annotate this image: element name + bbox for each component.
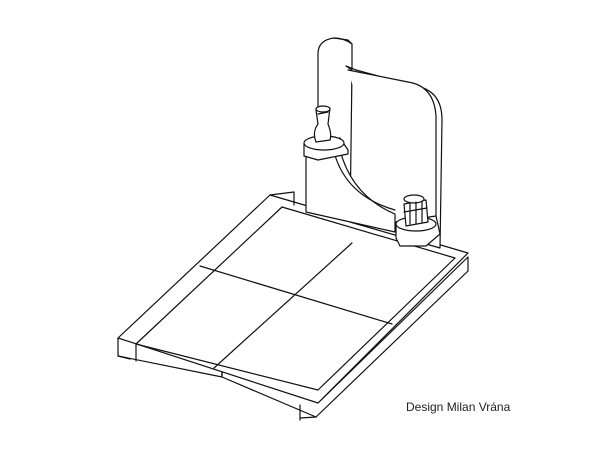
slab-back-step: [269, 191, 295, 206]
base-slab: [117, 191, 469, 421]
headstone-tablet-top-edge: [345, 65, 357, 71]
slab-back-step-3: [317, 257, 456, 391]
slab-rim: [135, 206, 283, 345]
headstone: [303, 37, 443, 249]
left-vase-detail: [317, 111, 329, 115]
headstone-tablet-front: [347, 69, 437, 233]
slab-divider-horizontal: [199, 265, 393, 325]
headstone-pillar-edge: [333, 37, 353, 45]
right-vase: [403, 194, 429, 227]
designer-credit: Design Milan Vrána: [406, 400, 511, 414]
slab-back-step-4: [135, 343, 319, 391]
right-vase-rim: [403, 194, 425, 204]
left-vase-rim: [315, 105, 331, 113]
slab-plinth-line: [117, 355, 131, 360]
headstone-base-curve: [333, 151, 396, 211]
left-vase: [313, 105, 332, 143]
slab-top: [117, 194, 469, 404]
slab-divider-vertical: [213, 242, 353, 369]
right-vase-band: [403, 207, 428, 213]
left-vase-body: [313, 107, 332, 143]
slab-plinth-line-5: [299, 416, 317, 419]
slab-back-step-2: [281, 206, 456, 259]
headstone-base: [305, 149, 396, 233]
